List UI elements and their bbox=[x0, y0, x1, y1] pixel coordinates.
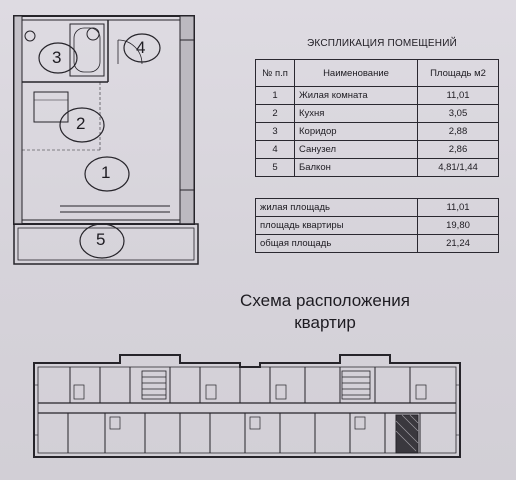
row-area: 2,86 bbox=[417, 140, 499, 159]
row-area: 11,01 bbox=[417, 86, 499, 105]
scheme-title: Схема расположения квартир bbox=[200, 290, 450, 334]
header-num: № п.п bbox=[255, 59, 295, 87]
summary-row: общая площадь 21,24 bbox=[255, 234, 499, 253]
row-name: Санузел bbox=[294, 140, 418, 159]
scheme-title-line1: Схема расположения bbox=[240, 291, 410, 310]
table-row: 5 Балкон 4,81/1,44 bbox=[255, 158, 499, 177]
room-label-2: 2 bbox=[76, 114, 86, 133]
row-num: 2 bbox=[255, 104, 295, 123]
row-area: 3,05 bbox=[417, 104, 499, 123]
explication-table: № п.п Наименование Площадь м2 1 Жилая ко… bbox=[255, 59, 499, 177]
summary-row: площадь квартиры 19,80 bbox=[255, 216, 499, 235]
summary-value: 11,01 bbox=[417, 198, 499, 217]
summary-value: 21,24 bbox=[417, 234, 499, 253]
room-label-5: 5 bbox=[96, 230, 106, 249]
room-label-3: 3 bbox=[52, 48, 62, 67]
apartment-floor-plan bbox=[13, 15, 199, 265]
table-header-row: № п.п Наименование Площадь м2 bbox=[255, 59, 499, 87]
header-area: Площадь м2 bbox=[417, 59, 499, 87]
row-name: Кухня bbox=[294, 104, 418, 123]
explication-title: ЭКСПЛИКАЦИЯ ПОМЕЩЕНИЙ bbox=[307, 38, 457, 49]
row-name: Коридор bbox=[294, 122, 418, 141]
table-row: 3 Коридор 2,88 bbox=[255, 122, 499, 141]
row-name: Балкон bbox=[294, 158, 418, 177]
scheme-title-line2: квартир bbox=[294, 313, 356, 332]
summary-label: общая площадь bbox=[255, 234, 418, 253]
summary-row: жилая площадь 11,01 bbox=[255, 198, 499, 217]
room-label-4: 4 bbox=[136, 38, 146, 57]
row-area: 2,88 bbox=[417, 122, 499, 141]
header-name: Наименование bbox=[294, 59, 418, 87]
row-area: 4,81/1,44 bbox=[417, 158, 499, 177]
room-label-1: 1 bbox=[101, 163, 111, 182]
summary-label: площадь квартиры bbox=[255, 216, 418, 235]
row-num: 5 bbox=[255, 158, 295, 177]
area-summary-table: жилая площадь 11,01 площадь квартиры 19,… bbox=[255, 198, 499, 253]
table-row: 2 Кухня 3,05 bbox=[255, 104, 499, 123]
row-name: Жилая комната bbox=[294, 86, 418, 105]
row-num: 4 bbox=[255, 140, 295, 159]
summary-value: 19,80 bbox=[417, 216, 499, 235]
row-num: 3 bbox=[255, 122, 295, 141]
building-floor-scheme bbox=[33, 354, 461, 458]
summary-label: жилая площадь bbox=[255, 198, 418, 217]
row-num: 1 bbox=[255, 86, 295, 105]
table-row: 1 Жилая комната 11,01 bbox=[255, 86, 499, 105]
table-row: 4 Санузел 2,86 bbox=[255, 140, 499, 159]
